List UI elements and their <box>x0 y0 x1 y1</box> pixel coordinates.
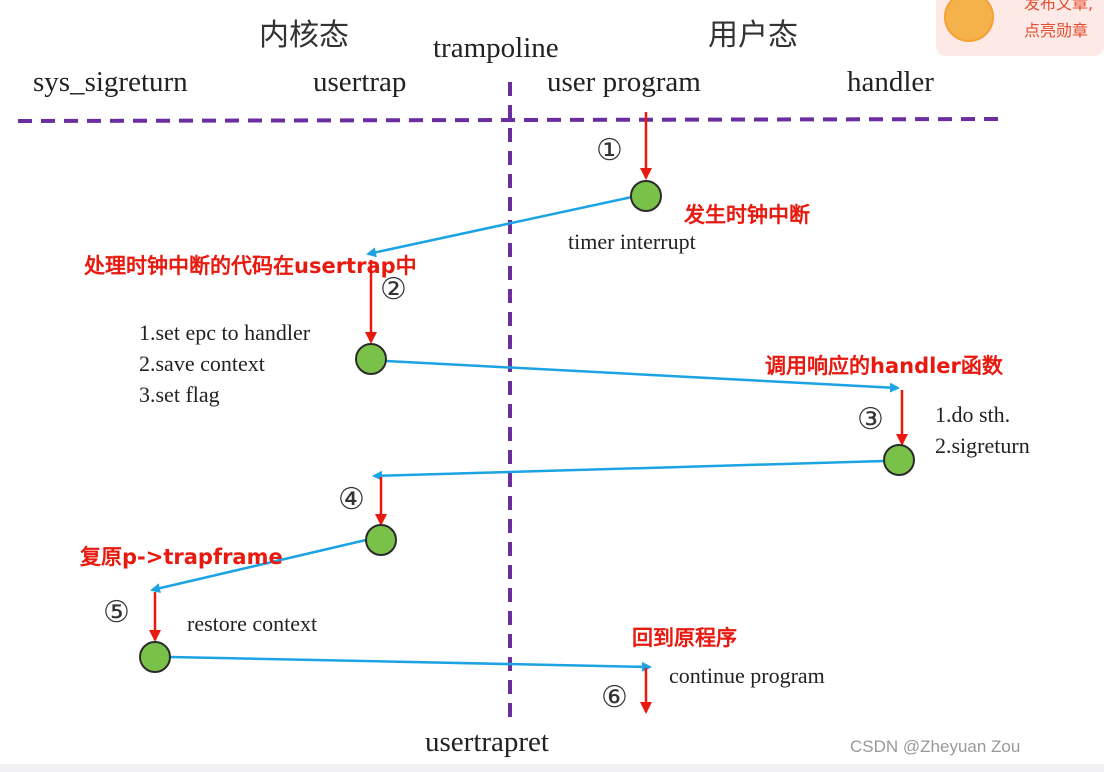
step-2-marker: ② <box>380 272 407 307</box>
page-bottom-bar <box>0 764 1104 772</box>
usertrapret-label: usertrapret <box>425 726 549 758</box>
usertrap-step-set-epc: 1.set epc to handler <box>139 320 311 345</box>
flow-arrow-4-to-5 <box>150 538 367 594</box>
badge-line-2: 点亮勋章 <box>1024 21 1089 40</box>
badge-line-1: 发布文章, <box>1024 0 1094 13</box>
step-4-marker: ④ <box>338 482 365 517</box>
annotation-back-to-program-cn: 回到原程序 <box>632 626 737 650</box>
node-usertrap <box>355 343 387 375</box>
csdn-watermark: CSDN @Zheyuan Zou <box>850 737 1021 756</box>
step-5-marker: ⑤ <box>103 595 130 630</box>
lane-user-program: user program <box>547 66 701 98</box>
medal-icon <box>944 0 994 42</box>
handler-step-do-sth: 1.do sth. <box>935 402 1011 427</box>
annotation-timer-interrupt-cn: 发生时钟中断 <box>684 203 810 227</box>
node-sys-sigreturn <box>365 524 397 556</box>
annotation-call-handler-cn: 调用响应的handler函数 <box>765 354 1003 378</box>
annotation-timer-interrupt: timer interrupt <box>568 229 696 254</box>
node-restore <box>139 641 171 673</box>
flow-arrow-5-to-6 <box>169 655 652 672</box>
annotation-usertrap-cn: 处理时钟中断的代码在usertrap中 <box>84 254 417 278</box>
flow-arrow-3-to-4 <box>372 459 885 481</box>
kernel-mode-label: 内核态 <box>259 18 349 53</box>
handler-step-sigreturn: 2.sigreturn <box>935 433 1030 458</box>
usertrap-step-set-flag: 3.set flag <box>139 382 220 407</box>
node-timer-interrupt <box>630 180 662 212</box>
lane-handler: handler <box>847 66 934 98</box>
step-3-marker: ③ <box>857 402 884 437</box>
annotation-continue-program: continue program <box>669 663 825 688</box>
step-1-marker: ① <box>596 133 623 168</box>
annotation-restore-context: restore context <box>187 611 318 636</box>
user-mode-label: 用户态 <box>708 18 798 53</box>
lane-sys-sigreturn: sys_sigreturn <box>33 66 188 98</box>
annotation-restore-trapframe-cn: 复原p->trapframe <box>80 545 283 569</box>
flow-arrow-1-to-2 <box>366 195 633 258</box>
flow-arrow-2-to-3 <box>385 359 900 393</box>
node-handler <box>883 444 915 476</box>
usertrap-step-save-context: 2.save context <box>139 351 265 376</box>
lane-divider-horizontal <box>17 117 1001 123</box>
lane-usertrap: usertrap <box>313 66 407 98</box>
trampoline-label: trampoline <box>433 32 559 64</box>
step-6-marker: ⑥ <box>601 680 628 715</box>
